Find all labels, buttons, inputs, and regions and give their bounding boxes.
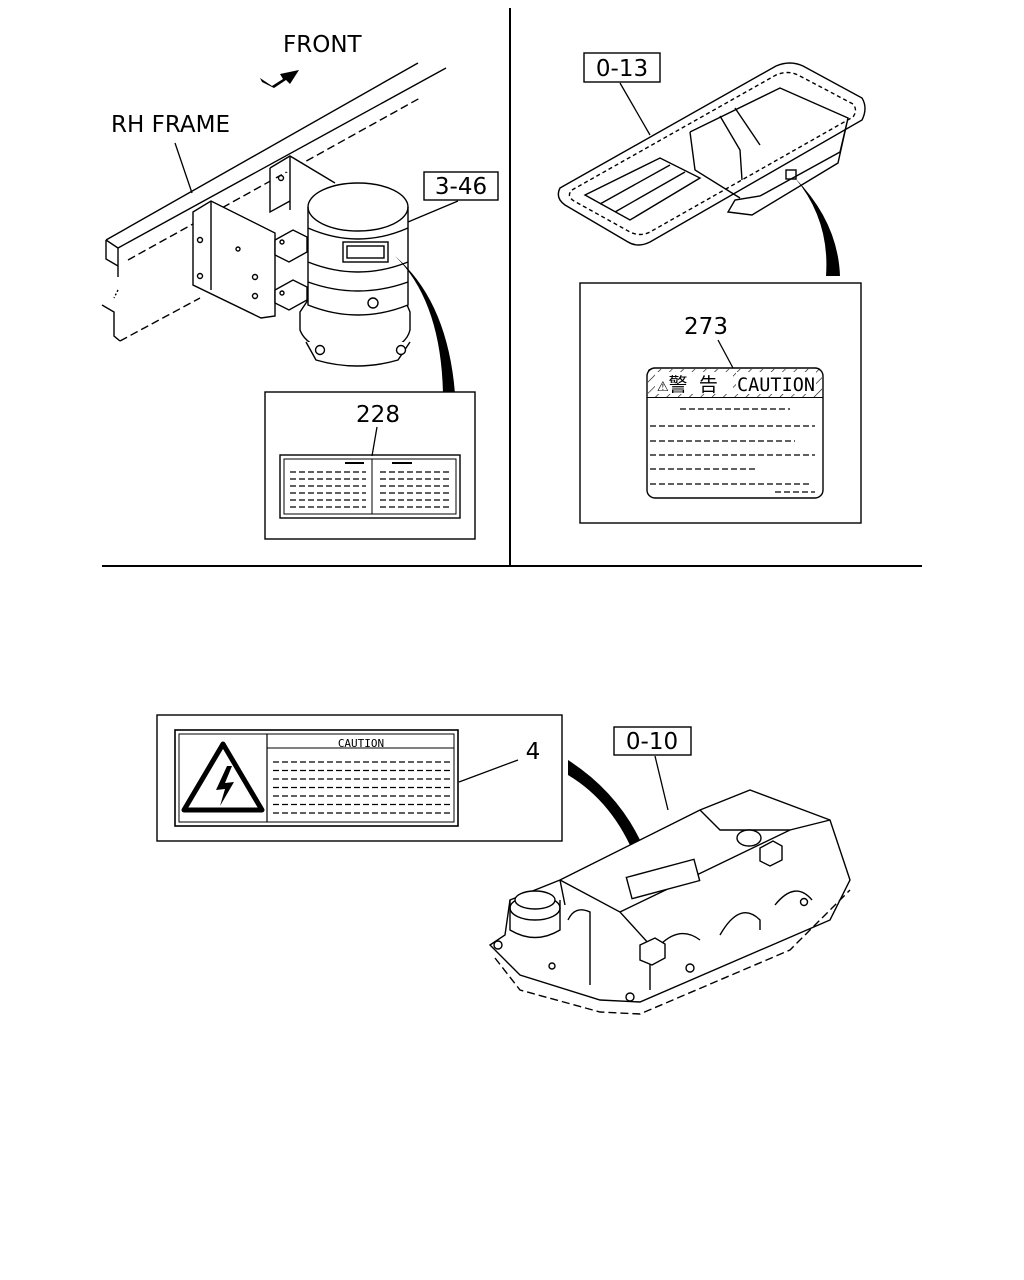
mounting-bracket [192,155,336,319]
ref-3-46-leader [407,200,459,223]
part-228-leader [371,426,378,457]
ref-box-3-46-text: 3-46 [435,174,487,200]
ref-box-3-46 [423,171,499,201]
front-arrow-icon [260,70,299,88]
part-number-4: 4 [526,739,541,765]
part-273-leader [717,339,734,369]
ref-0-13-leader [619,82,651,136]
part-number-228: 228 [356,402,400,428]
high-voltage-warning-icon [181,741,265,813]
top-right-panel: 0-13 273 ⚠警 告 CAUTION [557,52,866,524]
label-273-header-cjk: ⚠警 告 [657,374,718,396]
part-number-273: 273 [684,314,728,340]
label-228-graphic [279,454,461,519]
label-273-text-lines [650,408,815,493]
rh-frame-leader [174,142,193,194]
ref-box-0-10 [613,726,692,756]
label-4-text-lines [273,761,450,814]
oil-pan [557,62,866,246]
ref-box-0-13 [583,52,661,83]
label-4-inner [178,733,455,823]
ref-0-10-leader [654,755,669,811]
rh-frame-rail [101,62,447,342]
pointer-wedge-4 [568,760,652,870]
label-4-header: CAUTION [338,737,384,750]
top-left-panel: FRONT RH FRAME [101,32,499,540]
rh-frame-label: RH FRAME [111,112,230,138]
front-label: FRONT [283,32,363,58]
label-273-graphic: ⚠警 告 CAUTION [646,367,824,499]
panel-dividers [102,8,922,567]
label-273-header-latin: CAUTION [737,374,815,396]
ref-box-0-13-text: 0-13 [596,56,648,82]
ref-box-0-10-text: 0-10 [626,729,678,755]
cylindrical-component [299,182,411,367]
pointer-wedge-273 [795,178,840,276]
bottom-panel: CAUTION 4 0-10 [156,714,851,1015]
cylinder-head-cover [488,789,851,1015]
part-4-leader [458,759,519,783]
label-228-text-lines [290,471,450,508]
